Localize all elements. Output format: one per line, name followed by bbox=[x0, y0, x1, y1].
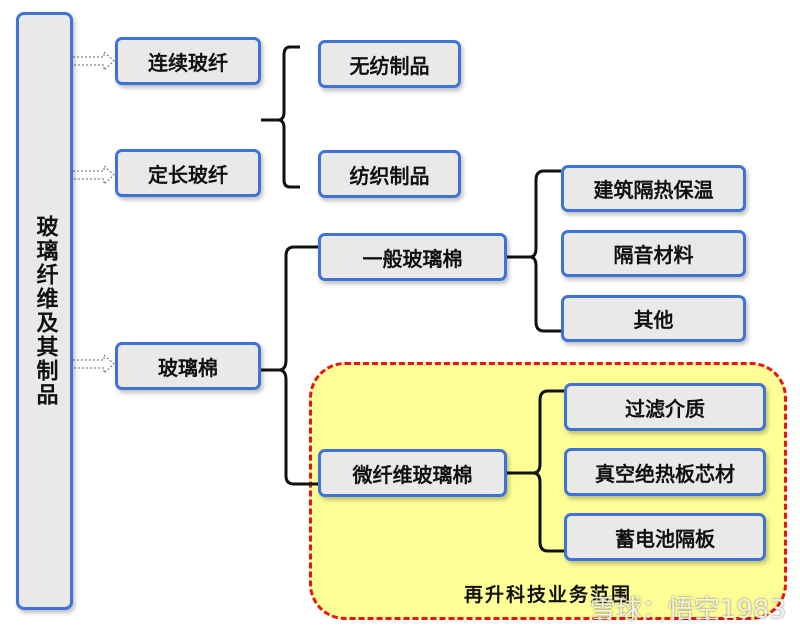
node-filter-media: 过滤介质 bbox=[564, 383, 766, 431]
node-general-glass-wool: 一般玻璃棉 bbox=[318, 233, 507, 281]
node-nonwoven-products: 无纺制品 bbox=[318, 40, 461, 88]
watermark: 雪球：悟空1983 bbox=[589, 595, 786, 625]
node-acoustic-material: 隔音材料 bbox=[561, 230, 746, 277]
business-scope-label: 再升科技业务范围 bbox=[463, 584, 632, 606]
brace-micro-uses bbox=[507, 389, 564, 553]
node-glass-wool: 玻璃棉 bbox=[115, 342, 261, 390]
brace-wool-types bbox=[261, 245, 318, 486]
brace-fiber-products bbox=[261, 45, 300, 189]
node-micro-glass-wool: 微纤维玻璃棉 bbox=[318, 449, 507, 497]
node-other: 其他 bbox=[561, 295, 746, 342]
node-chopped-fiber: 定长玻纤 bbox=[115, 149, 261, 197]
node-continuous-fiber: 连续玻纤 bbox=[115, 37, 261, 85]
node-building-insulation: 建筑隔热保温 bbox=[561, 165, 746, 212]
arrow-to-continuous bbox=[73, 50, 115, 72]
brace-general-uses bbox=[507, 169, 561, 333]
node-woven-products: 纺织制品 bbox=[318, 150, 461, 198]
node-battery-separator: 蓄电池隔板 bbox=[564, 513, 766, 561]
root-glass-fiber-products: 玻璃纤维及其制品 bbox=[16, 12, 73, 610]
arrow-to-glasswool bbox=[73, 353, 115, 375]
arrow-to-chopped bbox=[73, 164, 115, 186]
node-vacuum-insulation-core: 真空绝热板芯材 bbox=[564, 448, 766, 496]
